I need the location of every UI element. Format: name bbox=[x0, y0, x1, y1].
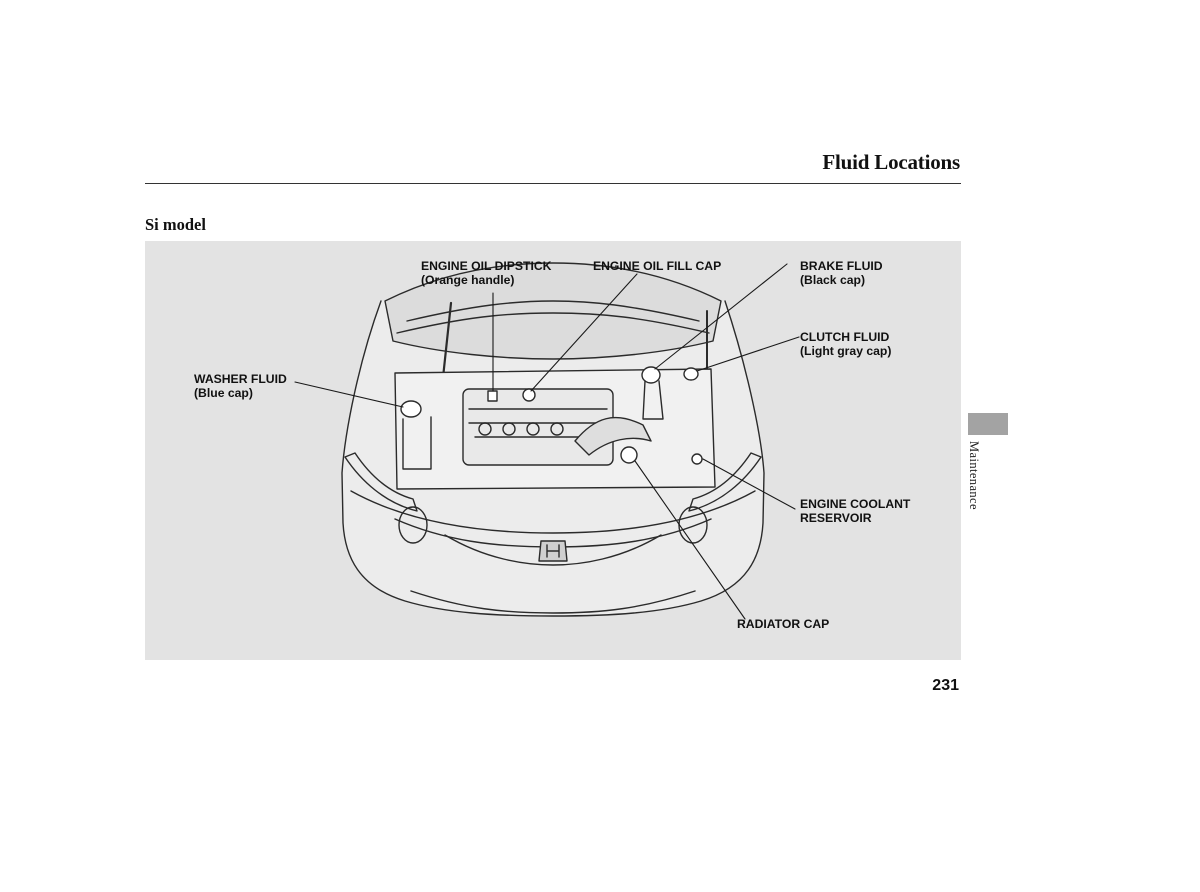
engine-oil-dipstick-callout: ENGINE OIL DIPSTICK (Orange handle) bbox=[421, 259, 552, 287]
brake-fluid-callout: BRAKE FLUID (Black cap) bbox=[800, 259, 883, 287]
washer-reservoir bbox=[400, 400, 422, 418]
section-tab-label: Maintenance bbox=[967, 441, 981, 510]
leader-engine-coolant-reservoir bbox=[702, 458, 796, 510]
callout-line: (Blue cap) bbox=[194, 385, 253, 400]
callout-line: ENGINE OIL DIPSTICK bbox=[421, 259, 552, 273]
callout-line: (Orange handle) bbox=[421, 272, 515, 287]
front-grille bbox=[444, 534, 662, 566]
engine-bay-illustration bbox=[294, 262, 800, 620]
leader-lines bbox=[294, 263, 800, 620]
callout-line: (Black cap) bbox=[800, 272, 866, 287]
callout-line: ENGINE COOLANT bbox=[800, 497, 911, 511]
callout-line: RESERVOIR bbox=[800, 510, 872, 525]
page-number: 231 bbox=[932, 677, 959, 694]
leader-brake-fluid bbox=[654, 263, 788, 370]
clutch-fluid-callout: CLUTCH FLUID (Light gray cap) bbox=[800, 330, 892, 358]
diagram-panel: ENGINE OIL DIPSTICK (Orange handle) ENGI… bbox=[145, 241, 961, 660]
brake-reservoir bbox=[641, 366, 661, 384]
leader-radiator-cap bbox=[634, 460, 746, 620]
leader-engine-oil-fill-cap bbox=[530, 273, 638, 392]
section-heading: Si model bbox=[145, 215, 206, 234]
callout-line: WASHER FLUID bbox=[194, 372, 287, 386]
radiator-cap-marker bbox=[620, 446, 638, 464]
callout-line: CLUTCH FLUID bbox=[800, 330, 890, 344]
fog-light-left bbox=[398, 506, 428, 544]
callout-line: ENGINE OIL FILL CAP bbox=[593, 259, 722, 273]
callout-line: (Light gray cap) bbox=[800, 343, 892, 358]
headlight-right bbox=[688, 452, 762, 512]
clutch-reservoir bbox=[683, 367, 699, 381]
callout-line: RADIATOR CAP bbox=[737, 617, 830, 631]
dipstick-handle-marker bbox=[487, 390, 498, 402]
open-hood-outline bbox=[384, 262, 722, 360]
engine-coolant-reservoir-callout: ENGINE COOLANT RESERVOIR bbox=[800, 497, 911, 525]
radiator-cap-callout: RADIATOR CAP bbox=[737, 617, 830, 632]
leader-clutch-fluid bbox=[696, 336, 800, 372]
oil-fill-cap-marker bbox=[522, 388, 536, 402]
leader-washer-fluid bbox=[294, 381, 404, 408]
engine-oil-fill-cap-callout: ENGINE OIL FILL CAP bbox=[593, 259, 722, 274]
title-rule bbox=[145, 183, 961, 184]
section-tab bbox=[968, 413, 1008, 435]
front-fascia bbox=[350, 490, 756, 534]
intake-duct bbox=[574, 416, 652, 456]
headlight-left bbox=[344, 452, 418, 512]
page-title: Fluid Locations bbox=[822, 150, 960, 174]
callout-line: BRAKE FLUID bbox=[800, 259, 883, 273]
lower-bumper bbox=[410, 590, 696, 614]
washer-fluid-callout: WASHER FLUID (Blue cap) bbox=[194, 372, 287, 400]
coolant-reservoir-marker bbox=[691, 453, 703, 465]
